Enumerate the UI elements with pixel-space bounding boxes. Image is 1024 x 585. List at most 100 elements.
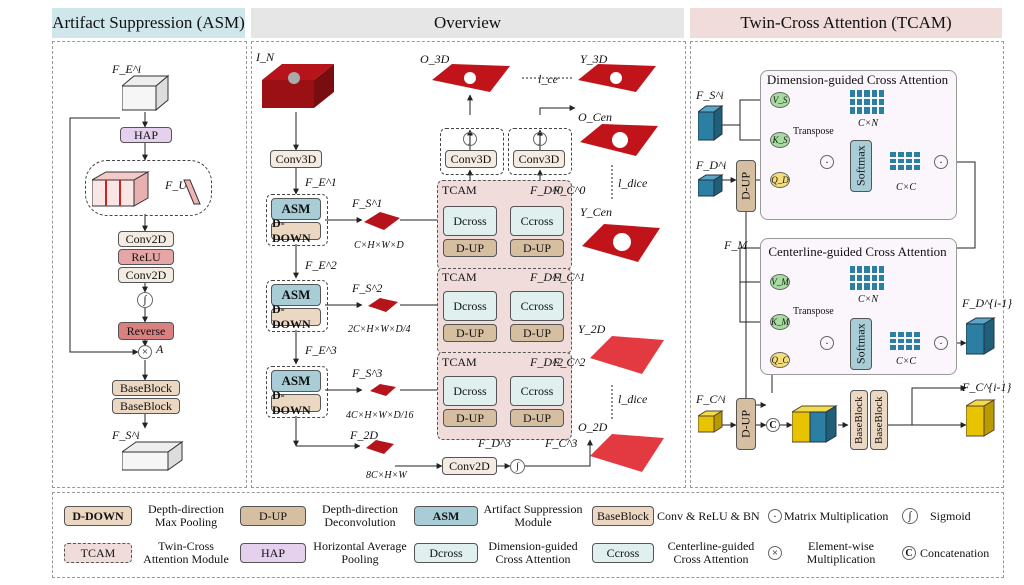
legend-dcross-desc: Dimension-guided Cross Attention xyxy=(488,539,578,566)
ocen-label: O_Cen xyxy=(578,110,612,124)
dim-label-1: C×H×W×D xyxy=(354,240,404,251)
dup-2a: D-UP xyxy=(443,324,497,342)
ycen-image xyxy=(582,224,660,262)
asm-output-label: F_S^i xyxy=(112,428,140,442)
asm-baseblock-1: BaseBlock xyxy=(112,380,180,396)
dup-2b: D-UP xyxy=(510,324,564,342)
cxc-grid-1 xyxy=(890,152,920,170)
fe3-label: F_E^3 xyxy=(305,343,337,357)
legend-ddown-box: D-DOWN xyxy=(64,506,132,526)
dcross-3: Dcross xyxy=(443,376,497,406)
transpose-label-2: Transpose xyxy=(793,306,834,317)
conv3d-head-b xyxy=(508,128,572,175)
dup-3a: D-UP xyxy=(443,409,497,427)
qc-node: Q_C xyxy=(770,352,790,368)
tcam-baseblock-2: BaseBlock xyxy=(870,390,888,450)
asm-relu: ReLU xyxy=(118,249,174,265)
legend-asm-desc: Artifact Suppression Module xyxy=(483,502,583,529)
fd3-label: F_D^3 xyxy=(478,436,512,450)
legend-sigmoid-desc: Sigmoid xyxy=(930,509,971,523)
ycen-label: Y_Cen xyxy=(580,205,613,219)
dup-1a: D-UP xyxy=(443,239,497,257)
concat-icon: C xyxy=(766,418,780,432)
legend-hap-box: HAP xyxy=(240,543,306,563)
fd2-label: F_D^2 xyxy=(530,355,564,369)
element-mult-icon: × xyxy=(138,345,152,359)
ocen-image xyxy=(580,124,658,156)
transpose-label-1: Transpose xyxy=(793,126,834,137)
legend-concat-icon: C xyxy=(902,546,916,560)
fs1-label: F_S^1 xyxy=(352,196,383,210)
encoder-ddown-2: D-DOWN xyxy=(271,302,321,331)
dim-attention-title: Dimension-guided Cross Attention xyxy=(766,72,949,87)
o3d-label: O_3D xyxy=(420,52,450,66)
fc2-label: F_C^2 xyxy=(553,355,586,369)
legend-tcam-box: TCAM xyxy=(64,543,132,563)
tcam-baseblock-1: BaseBlock xyxy=(850,390,868,450)
overview-panel xyxy=(251,41,686,488)
dcross-1: Dcross xyxy=(443,206,497,236)
overview-header: Overview xyxy=(251,8,684,38)
encoder-ddown-3: D-DOWN xyxy=(271,388,321,417)
conv3d-b: Conv3D xyxy=(513,150,565,168)
legend-matmul-icon: · xyxy=(768,509,782,523)
o2d-label: O_2D xyxy=(578,420,608,434)
hap-slices-icon xyxy=(92,171,150,207)
legend-base-desc: Conv & ReLU & BN xyxy=(657,509,760,523)
lce-label: l_ce xyxy=(538,72,558,86)
output-tensor-icon xyxy=(122,441,184,471)
fd1-label: F_D^1 xyxy=(530,270,564,284)
tcam-header: Twin-Cross Attention (TCAM) xyxy=(690,8,1002,38)
asm-conv2d-1: Conv2D xyxy=(118,231,174,247)
legend-panel xyxy=(52,492,1004,578)
qd-node: Q_D xyxy=(770,172,790,188)
fm-label: F_M xyxy=(724,238,748,252)
input-volume-image xyxy=(262,64,334,108)
input-tensor-icon xyxy=(122,74,170,112)
ccross-3: Ccross xyxy=(510,376,564,406)
cxn-grid-2 xyxy=(850,266,884,290)
asm-header: Artifact Suppression (ASM) xyxy=(52,8,245,38)
legend-tcam-desc: Twin-Cross Attention Module xyxy=(143,539,229,566)
overview-conv2d: Conv2D xyxy=(442,457,497,475)
encoder-stage-3 xyxy=(266,366,328,418)
tcam-panel xyxy=(690,41,1004,488)
input-volume-label: I_N xyxy=(256,50,274,64)
y3d-label: Y_3D xyxy=(580,52,608,66)
cen-attention-title: Centerline-guided Cross Attention xyxy=(768,244,947,259)
vs-node: V_S xyxy=(770,92,790,108)
tcam-dup-1: D-UP xyxy=(736,160,756,212)
y3d-image xyxy=(578,64,656,92)
ccross-1: Ccross xyxy=(510,206,564,236)
reverse-box: Reverse xyxy=(118,322,174,340)
softmax-box-1: Softmax xyxy=(850,140,872,192)
legend-dup-box: D-UP xyxy=(240,506,306,526)
legend-elem-icon: × xyxy=(768,546,782,560)
matmul-icon-3: · xyxy=(820,336,834,350)
dim-label-2: 2C×H×W×D/4 xyxy=(348,324,411,335)
fs2-image xyxy=(368,298,398,312)
hap-box: HAP xyxy=(120,127,172,143)
cxc-label-1: C×C xyxy=(896,182,917,193)
conv3d-head-a xyxy=(440,128,504,175)
f2d-image xyxy=(366,440,394,454)
fs3-image xyxy=(370,384,396,396)
cxn-grid-1 xyxy=(850,90,884,114)
encoder-asm-1: ASM xyxy=(271,198,321,220)
legend-concat-desc: Concatenation xyxy=(920,546,990,560)
y2d-label: Y_2D xyxy=(578,322,606,336)
tcam-dup-2: D-UP xyxy=(736,398,756,450)
legend-asm-box: ASM xyxy=(414,506,478,526)
asm-input-label: F_E^i xyxy=(112,62,142,76)
y2d-image xyxy=(590,336,664,374)
legend-matmul-desc: Matrix Multiplication xyxy=(784,509,889,523)
matmul-icon-2: · xyxy=(934,155,948,169)
ldice2-label: l_dice xyxy=(618,392,648,406)
legend-dcross-box: Dcross xyxy=(414,543,478,563)
asm-conv2d-2: Conv2D xyxy=(118,267,174,283)
legend-ccross-desc: Centerline-guided Cross Attention xyxy=(667,539,755,566)
encoder-stage-1 xyxy=(266,194,328,246)
legend-dup-desc: Depth-direction Deconvolution xyxy=(322,502,398,529)
dim-label-4: 8C×H×W xyxy=(366,470,407,481)
dcross-2: Dcross xyxy=(443,291,497,321)
